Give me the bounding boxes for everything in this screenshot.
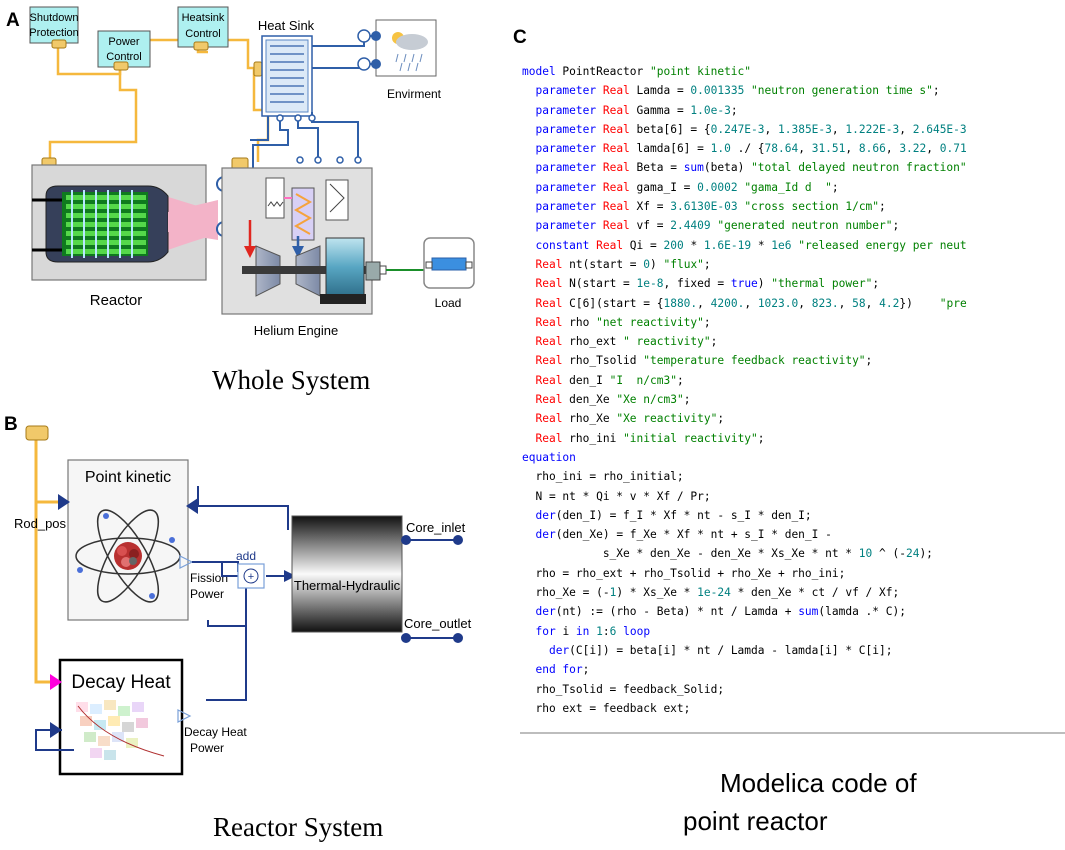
code-bottom-border: [520, 732, 1065, 734]
code-line: Real C[6](start = {1880., 4200., 1023.0,…: [535, 296, 967, 310]
modelica-caption-line-1: Modelica code of: [720, 768, 917, 798]
heatsink-control-label-2: Control: [185, 28, 220, 40]
code-line: parameter Real Beta = sum(beta) "total d…: [535, 161, 967, 175]
plus-icon: +: [248, 571, 254, 583]
shutdown-label-1: Shutdown: [30, 12, 79, 24]
code-line: rho_Tsolid = feedback_Solid;: [522, 682, 725, 696]
code-line: der(den_I) = f_I * Xf * nt - s_I * den_I…: [535, 508, 812, 522]
code-line: der(den_Xe) = f_Xe * Xf * nt + s_I * den…: [535, 528, 832, 542]
core-inlet-label: Core_inlet: [406, 520, 466, 535]
code-line: equation: [522, 450, 576, 464]
add-block[interactable]: add +: [236, 549, 265, 589]
heatsink-control-block[interactable]: Heatsink Control: [177, 6, 229, 48]
reactor-system-caption: Reactor System: [213, 812, 384, 842]
whole-system-diagram: Shutdown Protection Power Control Heatsi…: [29, 6, 475, 338]
decay-heat-block[interactable]: Decay Heat: [58, 658, 184, 776]
helium-engine-label: Helium Engine: [254, 323, 339, 338]
code-line: Real rho_ini "initial reactivity";: [535, 431, 765, 445]
code-line: parameter Real lamda[6] = 1.0 ./ {78.64,…: [535, 142, 967, 156]
power-control-label-1: Power: [108, 36, 140, 48]
heatsink-control-label-1: Heatsink: [182, 12, 225, 24]
decay-heat-label: Decay Heat: [71, 672, 171, 693]
heat-sink-label: Heat Sink: [258, 18, 315, 33]
code-line: parameter Real vf = 2.4409 "generated ne…: [535, 219, 900, 233]
code-line: rho_Xe = (-1) * Xs_Xe * 1e-24 * den_Xe *…: [522, 586, 900, 600]
panel-a-letter: A: [6, 10, 20, 31]
power-control-label-2: Control: [106, 51, 141, 63]
code-line: parameter Real beta[6] = {0.247E-3, 1.38…: [535, 122, 967, 136]
code-line: Real rho_Tsolid "temperature feedback re…: [535, 354, 873, 368]
code-line: rho_ini = rho_initial;: [522, 470, 684, 484]
modelica-code-listing: model PointReactor "point kinetic" param…: [522, 62, 1065, 732]
point-kinetic-label: Point kinetic: [85, 469, 171, 486]
point-kinetic-block[interactable]: Point kinetic: [67, 459, 189, 621]
code-line: rho = rho_ext + rho_Tsolid + rho_Xe + rh…: [522, 566, 846, 580]
code-line: parameter Real gama_I = 0.0002 "gama_Id …: [535, 180, 839, 194]
code-line: end for;: [535, 663, 590, 677]
reactor-block[interactable]: [31, 164, 218, 281]
code-line: parameter Real Gamma = 1.0e-3;: [535, 103, 738, 117]
core-outlet-label: Core_outlet: [404, 616, 472, 631]
code-line: der(C[i]) = beta[i] * nt / Lamda - lamda…: [548, 643, 893, 657]
code-line: Real den_I "I n/cm3";: [535, 373, 684, 387]
code-line: parameter Real Lamda = 0.001335 "neutron…: [535, 84, 940, 98]
code-line: constant Real Qi = 200 * 1.6E-19 * 1e6 "…: [535, 238, 967, 252]
modelica-caption-line-2: point reactor: [683, 806, 828, 836]
code-line: s_Xe * den_Xe - den_Xe * Xs_Xe * nt * 10…: [522, 547, 933, 561]
thermal-hydraulic-block[interactable]: Thermal-Hydraulic: [291, 515, 403, 633]
code-line: der(nt) := (rho - Beta) * nt / Lamda + s…: [535, 605, 906, 619]
code-line: rho ext = feedback ext;: [522, 701, 691, 715]
load-block[interactable]: [423, 237, 475, 289]
panel-c-letter: C: [513, 27, 527, 48]
code-line: Real N(start = 1e-8, fixed = true) "ther…: [535, 277, 880, 291]
code-line: parameter Real Xf = 3.6130E-03 "cross se…: [535, 200, 886, 214]
code-line: Real rho_Xe "Xe reactivity";: [535, 412, 725, 426]
shutdown-label-2: Protection: [29, 27, 79, 39]
rod-pos-label: Rod_pos: [14, 516, 67, 531]
reactor-label: Reactor: [90, 292, 143, 309]
thermal-hydraulic-label: Thermal-Hydraulic: [294, 578, 401, 593]
fission-power-label-2: Power: [190, 587, 224, 601]
reactor-system-diagram: Rod_pos Point kinetic Fission Power add: [14, 425, 472, 776]
code-line: for i in 1:6 loop: [535, 624, 651, 638]
power-control-block[interactable]: Power Control: [97, 30, 151, 68]
panel-b-letter: B: [4, 414, 18, 435]
heat-sink-block[interactable]: [261, 35, 313, 117]
decay-heat-power-label-1: Decay Heat: [184, 725, 247, 739]
fission-power-label-1: Fission: [190, 571, 228, 585]
shutdown-protection-block[interactable]: Shutdown Protection: [29, 6, 79, 44]
helium-engine-block[interactable]: [221, 167, 387, 315]
code-line: Real nt(start = 0) "flux";: [535, 257, 711, 271]
code-line: Real den_Xe "Xe n/cm3";: [535, 393, 691, 407]
code-line: N = nt * Qi * v * Xf / Pr;: [522, 489, 711, 503]
add-label: add: [236, 549, 256, 563]
whole-system-caption: Whole System: [212, 365, 371, 395]
code-line: Real rho_ext " reactivity";: [535, 335, 718, 349]
environment-block[interactable]: [375, 19, 437, 77]
envirment-label: Envirment: [387, 87, 442, 101]
decay-heat-power-label-2: Power: [190, 741, 224, 755]
code-line: Real rho "net reactivity";: [535, 315, 711, 329]
code-line: model PointReactor "point kinetic": [522, 65, 752, 78]
load-label: Load: [435, 296, 462, 310]
